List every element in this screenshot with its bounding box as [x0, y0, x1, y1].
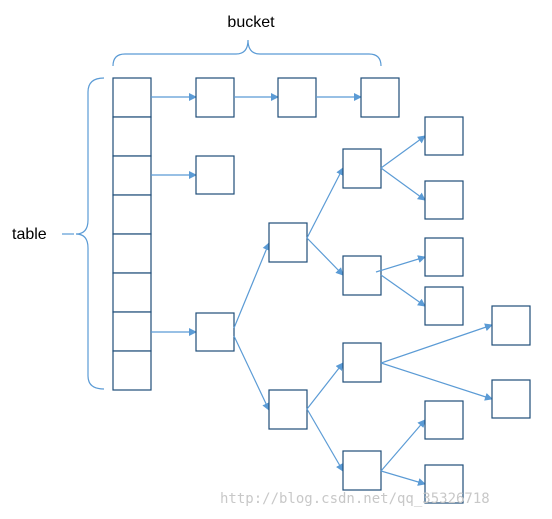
tree-node — [268, 222, 308, 263]
tree-node — [268, 389, 308, 430]
list-node — [360, 77, 400, 118]
list-node — [195, 155, 235, 195]
tree-slot-6 — [151, 116, 531, 504]
list-node — [195, 77, 235, 118]
table-slot-4 — [112, 233, 152, 274]
table-slot-0 — [112, 77, 152, 118]
tree-leaf-node — [424, 400, 464, 440]
tree-edge — [380, 274, 426, 307]
tree-edge — [380, 470, 426, 486]
table-label: table — [12, 226, 47, 243]
table-slot-7 — [112, 350, 152, 391]
tree-edge — [375, 255, 426, 273]
tree-leaf-node — [491, 305, 531, 346]
tree-leaf-node — [491, 379, 531, 419]
tree-edge — [233, 242, 271, 329]
tree-root-node — [195, 312, 235, 352]
bucket-brace — [112, 39, 382, 67]
tree-leaf-node — [424, 464, 464, 504]
list-node — [277, 77, 317, 118]
tree-edge — [380, 419, 426, 472]
tree-edge — [380, 135, 426, 169]
tree-node — [342, 255, 382, 296]
tree-leaf-node — [424, 116, 464, 156]
table-array — [112, 77, 152, 391]
linked-list-slot-0 — [151, 77, 400, 118]
tree-node — [342, 450, 382, 491]
bucket-label: bucket — [227, 14, 275, 31]
table-slot-1 — [112, 116, 152, 157]
table-slot-3 — [112, 194, 152, 235]
tree-edge — [233, 335, 270, 411]
table-slot-6 — [112, 311, 152, 352]
tree-edge — [380, 362, 493, 401]
tree-leaf-node — [424, 237, 464, 277]
table-slot-2 — [112, 155, 152, 196]
table-slot-5 — [112, 272, 152, 313]
tree-node — [342, 342, 382, 383]
tree-node — [342, 148, 382, 189]
tree-edge — [306, 237, 344, 276]
tree-edge — [306, 362, 344, 410]
linked-list-slot-2 — [151, 155, 235, 195]
tree-edge — [380, 323, 493, 364]
tree-edge — [306, 167, 344, 239]
watermark-text: http://blog.csdn.net/qq_35326718 — [220, 491, 490, 507]
tree-edge — [380, 167, 426, 201]
tree-leaf-node — [424, 180, 464, 220]
tree-leaf-node — [424, 286, 464, 326]
table-brace — [75, 77, 105, 390]
tree-edge — [306, 408, 344, 472]
